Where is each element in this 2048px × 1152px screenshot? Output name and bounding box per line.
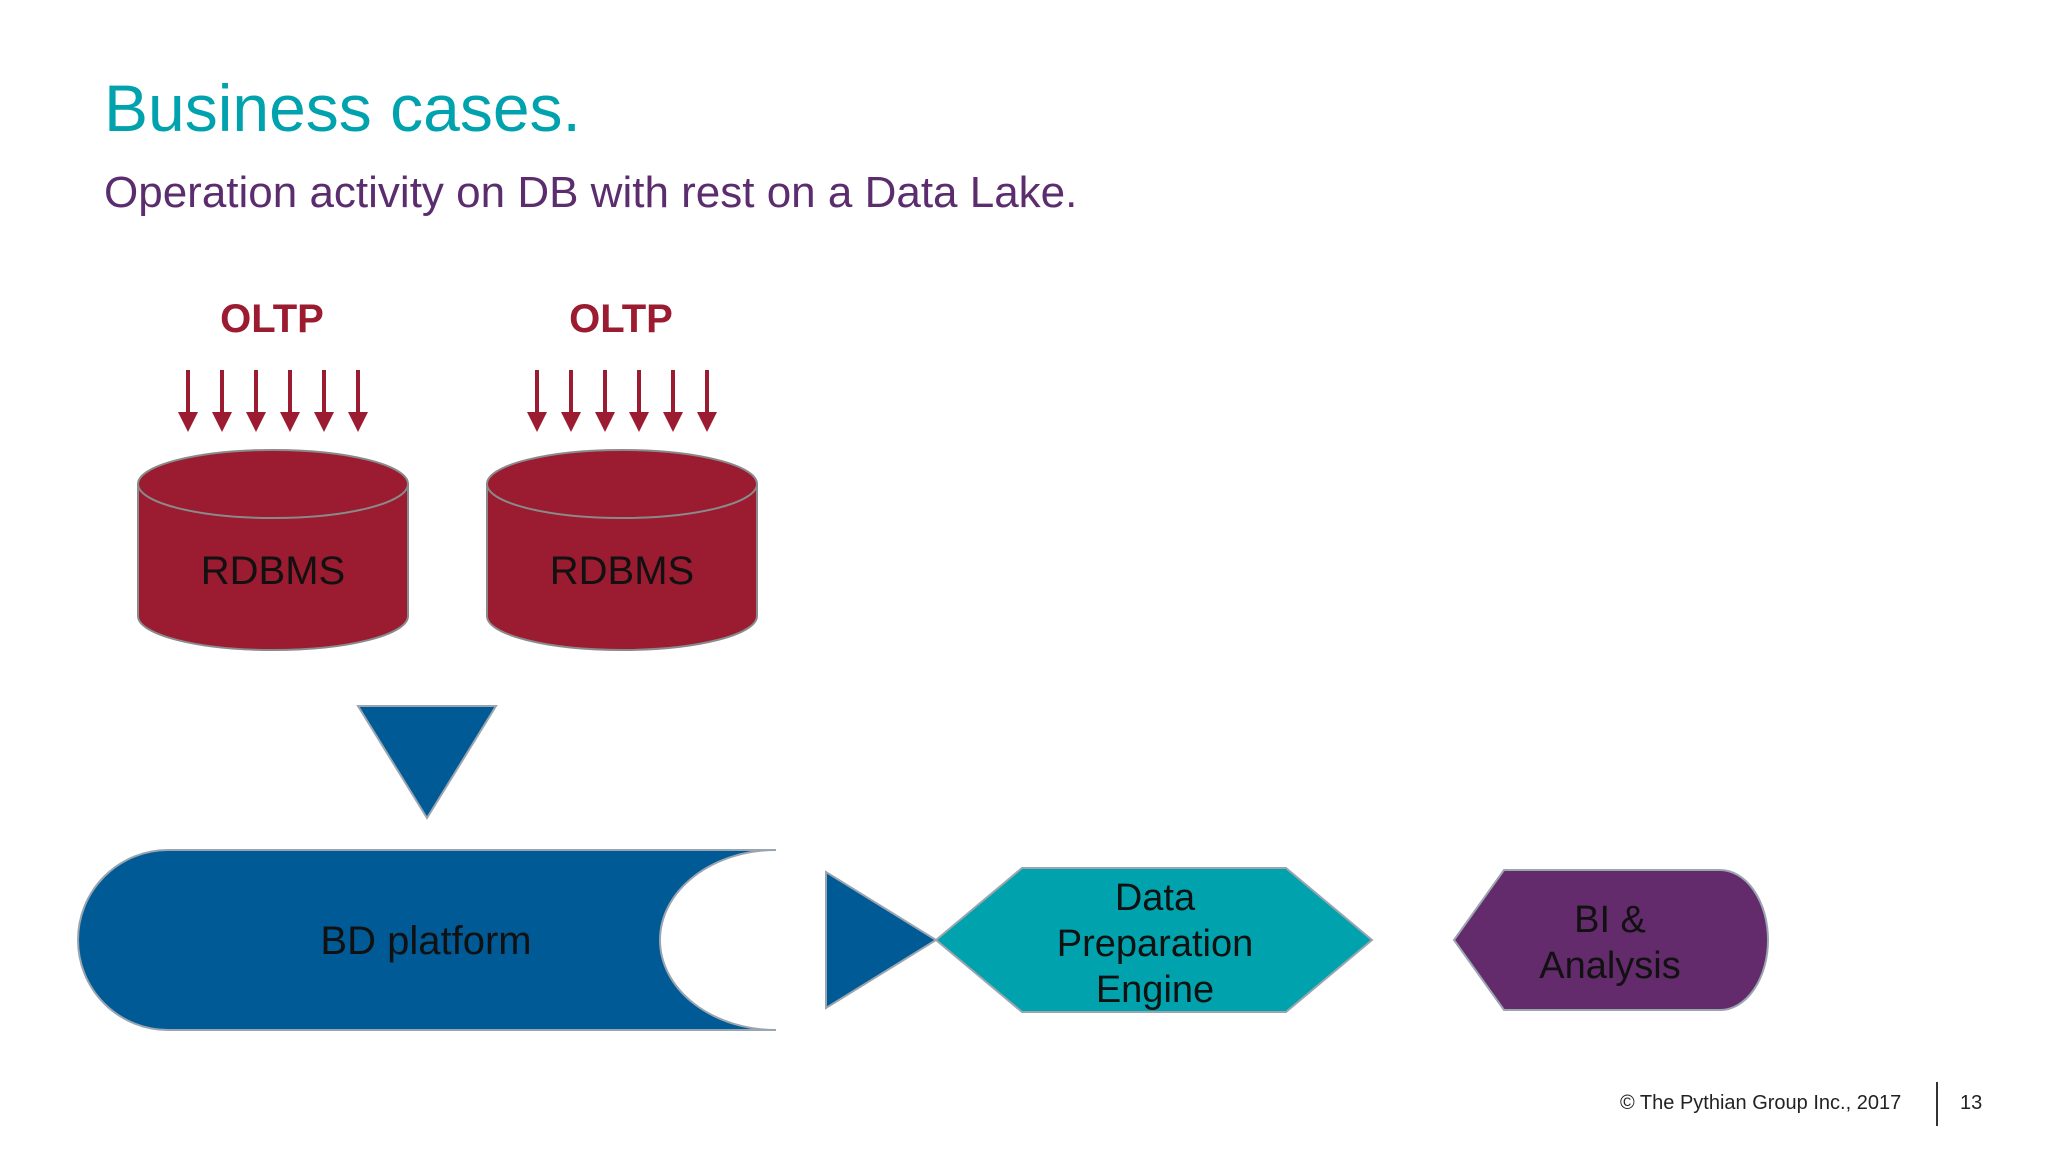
rdbms-cylinder-2: RDBMS <box>486 449 758 651</box>
arrow-down-icon <box>663 412 683 432</box>
arrow-down-icon <box>314 412 334 432</box>
arrow-down-icon <box>527 412 547 432</box>
oltp-arrows-1 <box>178 370 368 432</box>
bd-platform-shape: BD platform <box>77 849 777 1031</box>
data-prep-label-line-3: Engine <box>1096 969 1214 1011</box>
arrow-down-icon <box>697 412 717 432</box>
page-number: 13 <box>1960 1092 1983 1114</box>
arrow-down-icon <box>280 412 300 432</box>
slide-subtitle: Operation activity on DB with rest on a … <box>104 168 1078 217</box>
merge-triangle-icon <box>356 705 498 820</box>
arrow-down-icon <box>561 412 581 432</box>
bd-platform-label: BD platform <box>320 919 531 963</box>
bi-label-line-1: BI & <box>1574 899 1646 941</box>
footer-copyright: © The Pythian Group Inc., 2017 <box>1620 1092 1902 1114</box>
arrow-down-icon <box>348 412 368 432</box>
slide-title: Business cases. <box>104 71 581 145</box>
footer-divider <box>1936 1082 1938 1126</box>
arrow-down-icon <box>178 412 198 432</box>
data-prep-hexagon: Data Preparation Engine <box>934 867 1374 1013</box>
flow-triangle-icon <box>825 870 938 1010</box>
arrow-down-icon <box>629 412 649 432</box>
oltp-label-1: OLTP <box>220 297 324 341</box>
rdbms-cylinder-1: RDBMS <box>137 449 409 651</box>
arrow-down-icon <box>595 412 615 432</box>
oltp-source-1: OLTP RDBMS <box>137 297 409 651</box>
bi-label-line-2: Analysis <box>1539 945 1681 987</box>
rdbms-label-2: RDBMS <box>550 549 694 593</box>
bi-analysis-shape: BI & Analysis <box>1452 869 1769 1011</box>
arrow-down-icon <box>246 412 266 432</box>
oltp-source-2: OLTP RDBMS <box>486 297 758 651</box>
rdbms-label-1: RDBMS <box>201 549 345 593</box>
data-prep-label-line-2: Preparation <box>1057 923 1253 965</box>
oltp-label-2: OLTP <box>569 297 673 341</box>
data-prep-label-line-1: Data <box>1115 877 1196 919</box>
arrow-down-icon <box>212 412 232 432</box>
oltp-arrows-2 <box>527 370 717 432</box>
